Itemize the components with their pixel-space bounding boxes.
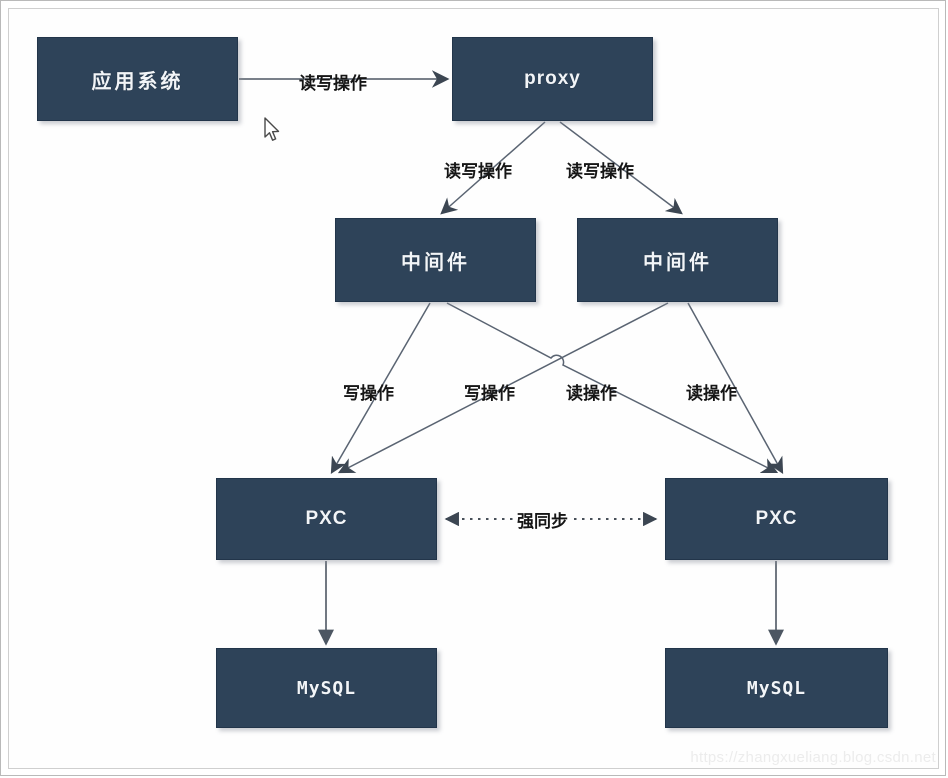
node-label-pxc-right: PXC — [755, 508, 798, 529]
node-mysql-right[interactable]: MySQL — [665, 648, 888, 728]
node-label-app-system: 应用系统 — [91, 68, 184, 93]
node-label-middleware-left: 中间件 — [401, 249, 470, 274]
connector-middleware-right-to-pxc-right — [687, 302, 784, 475]
connector-middleware-left-to-pxc-right — [446, 302, 779, 474]
node-label-pxc-left: PXC — [305, 508, 348, 529]
edge-label-write-left: 写操作 — [343, 384, 394, 404]
edge-label-pxc-sync: 强同步 — [515, 507, 570, 532]
watermark-url: https://zhangxueliang.blog.csdn.net — [690, 749, 936, 766]
edge-label-read-right: 读操作 — [686, 384, 737, 404]
node-middleware-left[interactable]: 中间件 — [335, 218, 536, 302]
edge-label-write-right: 写操作 — [464, 384, 515, 404]
edge-label-proxy-to-middleware-right: 读写操作 — [566, 162, 634, 182]
node-pxc-left[interactable]: PXC — [216, 478, 437, 560]
edge-label-proxy-to-middleware-left: 读写操作 — [444, 162, 512, 182]
node-label-mysql-left: MySQL — [296, 677, 357, 699]
node-middleware-right[interactable]: 中间件 — [577, 218, 778, 302]
connector-proxy-to-middleware-left — [440, 121, 546, 215]
node-proxy[interactable]: proxy — [452, 37, 653, 121]
edge-label-read-left: 读操作 — [566, 384, 617, 404]
connector-middleware-right-to-pxc-left — [337, 302, 669, 474]
node-label-middleware-right: 中间件 — [643, 249, 712, 274]
node-label-proxy: proxy — [524, 68, 581, 89]
node-label-mysql-right: MySQL — [746, 677, 807, 699]
node-pxc-right[interactable]: PXC — [665, 478, 888, 560]
connector-middleware-left-to-pxc-left — [330, 302, 431, 475]
node-app-system[interactable]: 应用系统 — [37, 37, 238, 121]
node-mysql-left[interactable]: MySQL — [216, 648, 437, 728]
connector-proxy-to-middleware-right — [559, 121, 683, 215]
edge-label-app-to-proxy: 读写操作 — [299, 74, 367, 94]
